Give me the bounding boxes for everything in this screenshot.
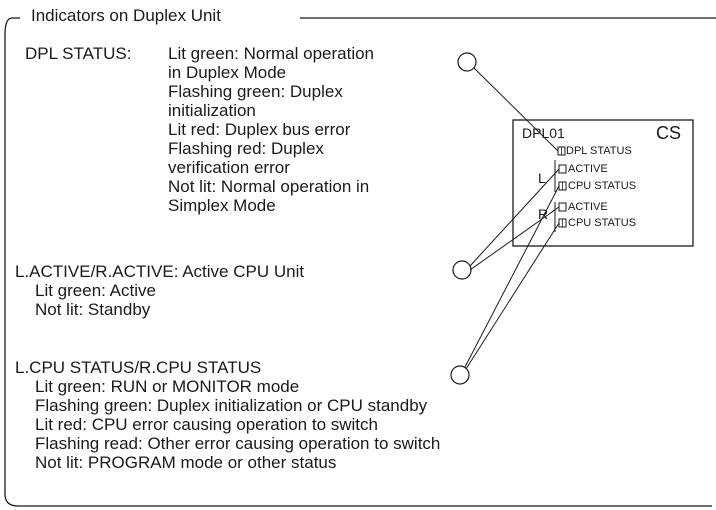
- callout-circle-cpu: [450, 365, 470, 385]
- right-side-label: R: [538, 206, 549, 222]
- indicator-label-r-cpu-status: CPU STATUS: [568, 217, 637, 229]
- indicator-label-r-active: ACTIVE: [568, 201, 608, 213]
- cpu-status-line: Flashing green: Duplex initialization or…: [35, 396, 428, 415]
- dpl-status-label: DPL STATUS:: [25, 44, 132, 63]
- indicator-l-active: [558, 164, 567, 174]
- dpl-status-line: initialization: [168, 101, 256, 120]
- dpl-status-line: in Duplex Mode: [168, 63, 287, 82]
- dpl-status-line: Flashing red: Duplex: [168, 139, 324, 158]
- cpu-status-heading: L.CPU STATUS/R.CPU STATUS: [15, 358, 262, 377]
- dpl-status-line: Lit green: Normal operation: [168, 44, 375, 63]
- active-line: Not lit: Standby: [35, 300, 151, 319]
- unit-panel: [512, 119, 694, 247]
- cpu-status-line: Not lit: PROGRAM mode or other status: [35, 453, 337, 472]
- unit-name: DPL01: [522, 125, 565, 141]
- dpl-status-line: Lit red: Duplex bus error: [168, 120, 351, 139]
- cpu-status-line: Flashing read: Other error causing opera…: [35, 434, 441, 453]
- active-line: Lit green: Active: [35, 281, 156, 300]
- dpl-status-line: Simplex Mode: [168, 196, 276, 215]
- indicator-label-l-cpu-status: CPU STATUS: [568, 180, 637, 192]
- indicator-label-dpl-status: DPL STATUS: [566, 145, 632, 157]
- left-side-label: L: [538, 170, 546, 186]
- outer-frame: [4, 17, 716, 507]
- unit-brand: CS: [656, 123, 682, 143]
- frame-title: Indicators on Duplex Unit: [26, 6, 226, 26]
- indicator-label-l-active: ACTIVE: [568, 163, 608, 175]
- callout-circle-active: [452, 260, 472, 280]
- indicator-r-active: [558, 202, 567, 212]
- active-heading: L.ACTIVE/R.ACTIVE: Active CPU Unit: [15, 262, 305, 281]
- cpu-status-line: Lit red: CPU error causing operation to …: [35, 415, 378, 434]
- callout-circle-dpl: [457, 52, 477, 72]
- dpl-status-line: Not lit: Normal operation in: [168, 177, 370, 196]
- dpl-status-line: Flashing green: Duplex: [168, 82, 343, 101]
- cpu-status-line: Lit green: RUN or MONITOR mode: [35, 377, 300, 396]
- dpl-status-line: verification error: [168, 158, 290, 177]
